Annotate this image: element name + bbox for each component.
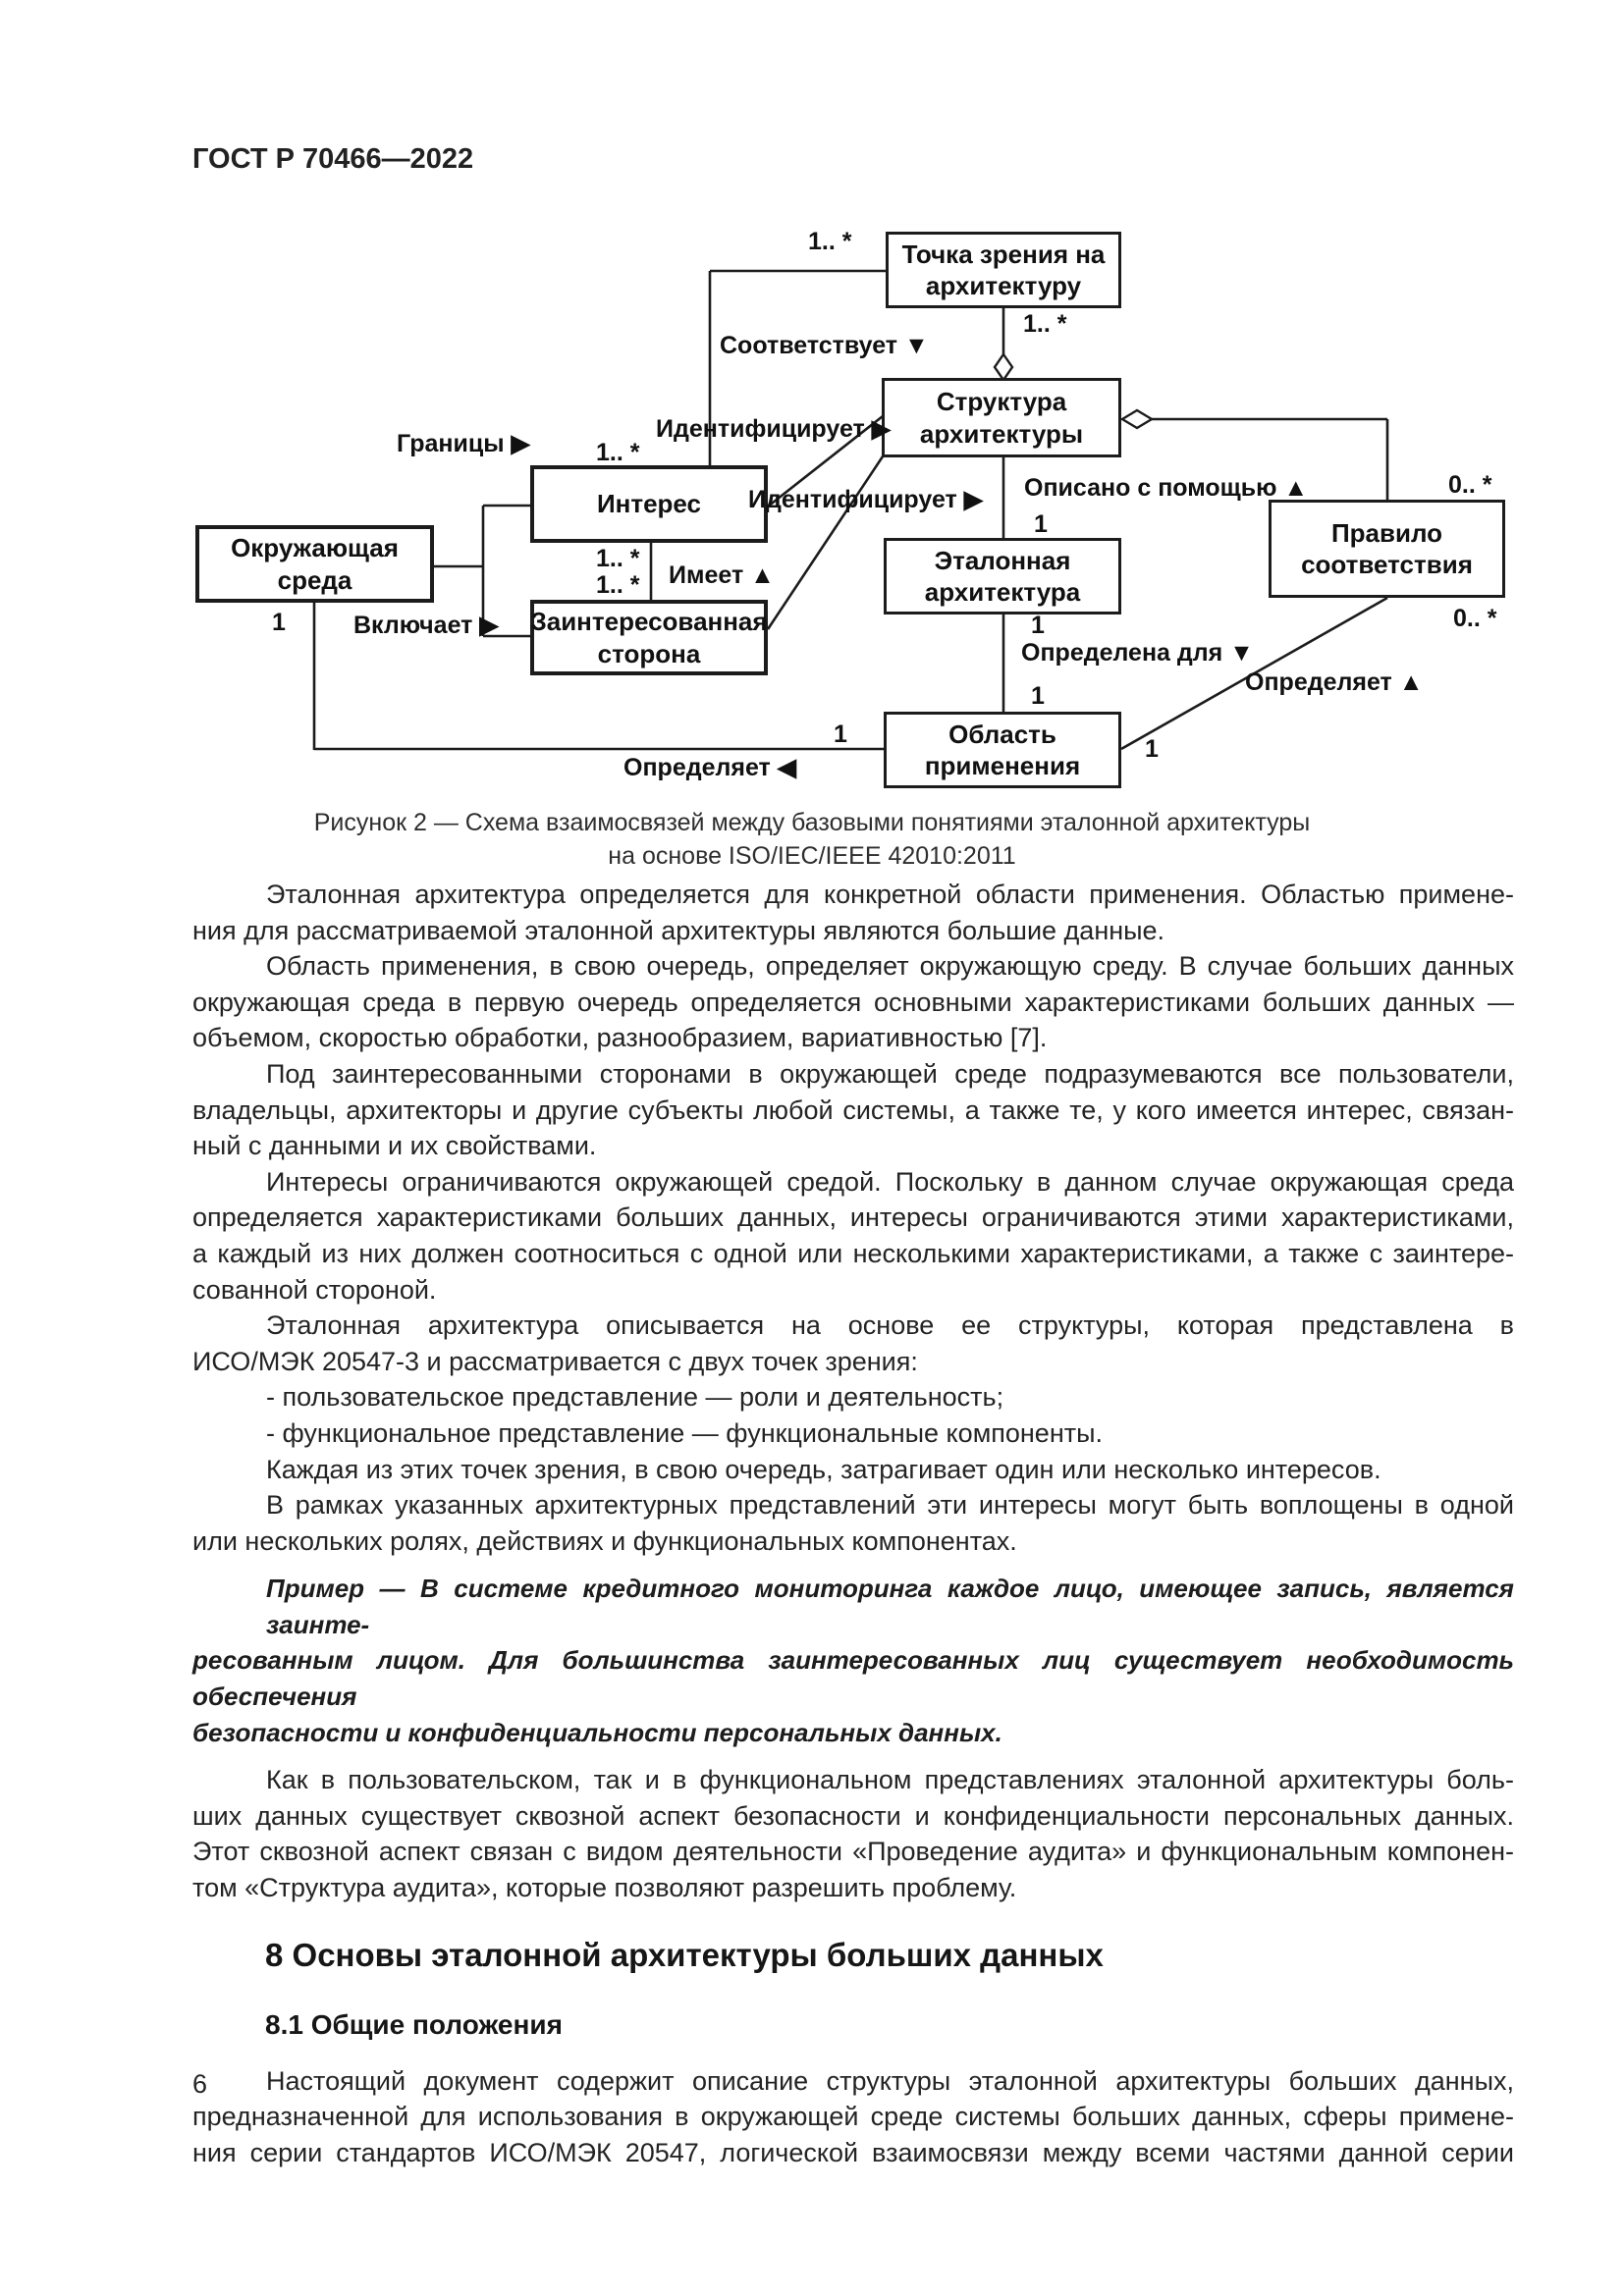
diagram-edge-label: Соответствует ▼: [720, 332, 929, 359]
diagram-edge-label: Границы ▶: [397, 430, 530, 457]
diagram-box-interest: Интерес: [530, 465, 768, 543]
document-code-header: ГОСТ Р 70466—2022: [192, 143, 474, 175]
diagram-box-stakeholder: Заинтересованная сторона: [530, 600, 768, 675]
text-line: В рамках указанных архитектурных предста…: [266, 1490, 1514, 1521]
aggregation-diamond-icon: [1119, 408, 1155, 430]
diagram-edge-label: Имеет ▲: [669, 561, 775, 589]
diagram-connectors: [312, 269, 1389, 751]
diagram-connector-line: [766, 455, 885, 630]
diagram-box-rule: Правило соответствия: [1269, 500, 1505, 598]
paragraph: - пользовательское представление — роли …: [192, 1379, 1514, 1415]
diagram-edge-label: 0.. *: [1448, 471, 1492, 499]
diagram-box-environment: Окружающая среда: [195, 525, 434, 603]
diagram-edge-label: 1.. *: [1023, 310, 1067, 338]
subsection-heading: 8.1 Общие положения: [265, 2008, 563, 2040]
diagram-edge-label: 1: [1145, 735, 1159, 763]
diagram-edge-label: 0.. *: [1453, 605, 1497, 632]
text-line: определяется характеристиками больших да…: [192, 1202, 1514, 1233]
text-line: объемом, скоростью обработки, разнообраз…: [192, 1023, 1048, 1053]
diagram-box-viewpoint: Точка зрения на архитектуру: [886, 232, 1121, 308]
text-line: окружающая среда в первую очередь опреде…: [192, 987, 1514, 1017]
diagram-edge-label: Определяет ◀: [623, 754, 796, 781]
diagram-edge-label: 1.. *: [596, 571, 640, 599]
diagram-edge-label: 1: [834, 721, 847, 748]
text-line: Этот сквозной аспект связан с видом деят…: [192, 1837, 1514, 1867]
text-line: Пример — В системе кредитного мониторинг…: [266, 1574, 1514, 1639]
diagram-edge-label: Определяет ▲: [1245, 668, 1424, 696]
text-line: или нескольких ролях, действиях и функци…: [192, 1525, 1017, 1556]
diagram-edge-label: Описано с помощью ▲: [1024, 474, 1309, 502]
text-line: ния серии стандартов ИСО/МЭК 20547, логи…: [192, 2137, 1514, 2167]
text-line: ИСО/МЭК 20547-3 и рассматривается с двух…: [192, 1346, 918, 1376]
diagram-edge-label: 1.. *: [596, 439, 640, 466]
body-text: Эталонная архитектура определяется для к…: [192, 877, 1514, 2170]
text-line: владельцы, архитекторы и другие субъекты…: [192, 1095, 1514, 1125]
diagram-edge-label: 1: [1034, 510, 1048, 538]
paragraph: Интересы ограничиваются окружающей средо…: [192, 1164, 1514, 1308]
text-line: предназначенной для использования в окру…: [192, 2102, 1514, 2132]
diagram-edge-label: 1.. *: [596, 545, 640, 572]
section-heading: 8 Основы эталонной архитектуры больших д…: [265, 1936, 1104, 1973]
text-line: а каждый из них должен соотноситься с од…: [192, 1238, 1514, 1268]
text-line: ресованным лицом. Для большинства заинте…: [192, 1645, 1514, 1712]
paragraph: В рамках указанных архитектурных предста…: [192, 1487, 1514, 1559]
diagram-edge-label: Включает ▶: [353, 612, 499, 639]
diagram-box-reference: Эталонная архитектура: [884, 538, 1121, 614]
paragraph: - функциональное представление — функцио…: [192, 1415, 1514, 1452]
text-line: Каждая из этих точек зрения, в свою очер…: [266, 1454, 1381, 1484]
paragraph: Под заинтересованными сторонами в окружа…: [192, 1056, 1514, 1164]
text-line: Область применения, в свою очередь, опре…: [266, 951, 1514, 982]
diagram-edge-label: Идентифицирует ▶: [748, 486, 983, 513]
diagram-edge-label: Определена для ▼: [1021, 639, 1254, 667]
text-line: том «Структура аудита», которые позволяю…: [192, 1873, 1017, 1903]
diagram-edge-label: 1: [1031, 682, 1045, 710]
text-line: Эталонная архитектура определяется для к…: [266, 880, 1514, 909]
page-number: 6: [192, 2069, 208, 2099]
figure-caption-line1: Рисунок 2 — Схема взаимосвязей между баз…: [313, 809, 1311, 836]
text-line: ших данных существует сквозной аспект бе…: [192, 1800, 1514, 1831]
paragraph: Настоящий документ содержит описание стр…: [192, 2063, 1514, 2171]
text-line: Под заинтересованными сторонами в окружа…: [266, 1058, 1514, 1089]
diagram-edge-label: Идентифицирует ▶: [656, 415, 891, 443]
diagram-edge-label: 1.. *: [808, 228, 852, 255]
diagram-connector-line: [1120, 596, 1388, 751]
diagram-connector-line: [767, 414, 884, 508]
text-line: Настоящий документ содержит описание стр…: [266, 2065, 1514, 2096]
diagram-box-structure: Структура архитектуры: [882, 378, 1121, 457]
diagram-box-domain: Область применения: [884, 712, 1121, 788]
text-line: ный с данными и их свойствами.: [192, 1131, 597, 1161]
paragraph: Как в пользовательском, так и в функцион…: [192, 1762, 1514, 1905]
text-line: Как в пользовательском, так и в функцион…: [266, 1765, 1514, 1795]
paragraph: Каждая из этих точек зрения, в свою очер…: [192, 1452, 1514, 1488]
text-line: Интересы ограничиваются окружающей средо…: [266, 1166, 1514, 1197]
paragraph: Область применения, в свою очередь, опре…: [192, 948, 1514, 1056]
text-line: сованной стороной.: [192, 1274, 437, 1305]
text-line: безопасности и конфиденциальности персон…: [192, 1717, 1002, 1747]
text-line: - пользовательское представление — роли …: [266, 1382, 1004, 1413]
text-line: ния для рассматриваемой эталонной архите…: [192, 915, 1165, 945]
aggregation-diamond-icon: [993, 351, 1014, 383]
text-line: - функциональное представление — функцио…: [266, 1417, 1104, 1448]
paragraph: Эталонная архитектура описывается на осн…: [192, 1308, 1514, 1379]
example-paragraph: Пример — В системе кредитного мониторинг…: [192, 1571, 1514, 1750]
diagram-edge-label: 1: [1031, 612, 1045, 639]
diagram-edge-label: 1: [272, 609, 286, 636]
paragraph: Эталонная архитектура определяется для к…: [192, 877, 1514, 948]
figure-caption-line2: на основе ISO/IEC/IEEE 42010:2011: [608, 842, 1016, 870]
text-line: Эталонная архитектура описывается на осн…: [266, 1310, 1514, 1341]
